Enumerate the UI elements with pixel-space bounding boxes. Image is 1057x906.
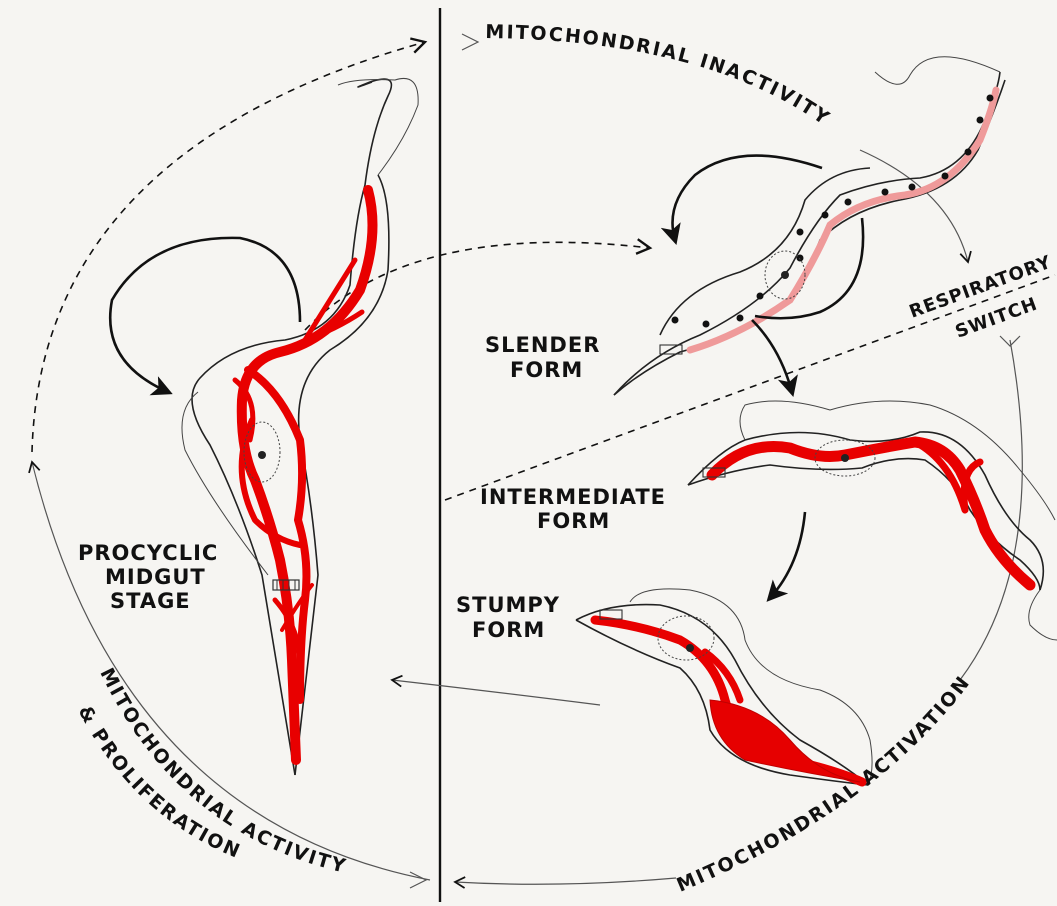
stumpy-to-procyclic-arrow bbox=[392, 680, 600, 705]
label-proliferation: & PROLIFERATION bbox=[74, 702, 245, 863]
intermediate-to-stumpy-arrow bbox=[770, 512, 805, 598]
label-procyclic-line1: PROCYCLIC bbox=[78, 541, 218, 565]
slender-rotation-arrow-top bbox=[673, 156, 823, 240]
fork-mark-top bbox=[462, 34, 478, 50]
label-procyclic-line3: STAGE bbox=[110, 589, 191, 613]
label-mitochondrial-inactivity-text: MITOCHONDRIAL INACTIVITY bbox=[485, 21, 834, 130]
cycle-arc-bottom bbox=[455, 878, 676, 884]
label-mitochondrial-inactivity: MITOCHONDRIAL INACTIVITY bbox=[485, 21, 834, 130]
procyclic-trypanosome bbox=[182, 78, 418, 775]
label-stumpy-line2: FORM bbox=[472, 618, 545, 642]
intermediate-trypanosome bbox=[688, 401, 1057, 640]
label-slender-line2: FORM bbox=[510, 358, 583, 382]
slender-to-intermediate-arrow bbox=[752, 320, 792, 392]
procyclic-rotation-arrow bbox=[110, 238, 300, 392]
label-intermediate-line2: FORM bbox=[537, 509, 610, 533]
fork-mark-bottom bbox=[410, 872, 426, 888]
label-stumpy-line1: STUMPY bbox=[456, 593, 560, 617]
label-proliferation-text: & PROLIFERATION bbox=[74, 702, 245, 863]
label-intermediate-line1: INTERMEDIATE bbox=[480, 485, 666, 509]
stumpy-trypanosome bbox=[576, 589, 872, 785]
label-procyclic-line2: MIDGUT bbox=[105, 565, 206, 589]
label-slender-line1: SLENDER bbox=[485, 333, 600, 357]
